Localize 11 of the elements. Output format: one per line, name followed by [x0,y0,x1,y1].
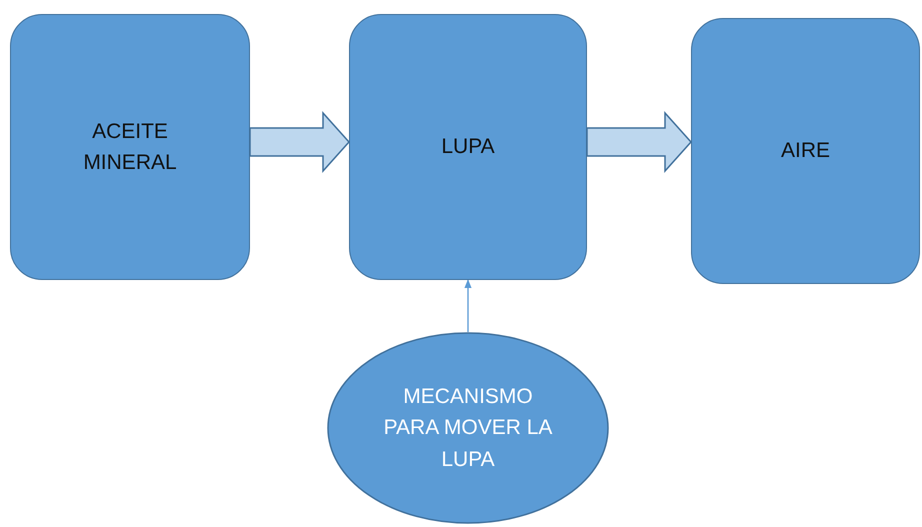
node-label: AIRE [780,138,830,164]
node-label: ACEITE MINERAL [82,118,178,176]
block-arrow [249,111,350,173]
block-arrow [586,111,692,173]
process-ellipse [327,332,609,524]
node-label: MECANISMO PARA MOVER LA LUPA [383,384,553,473]
process-box [10,14,250,280]
arrow [464,279,472,332]
process-box [349,14,587,280]
node-label: LUPA [441,134,495,160]
process-box [691,18,920,284]
